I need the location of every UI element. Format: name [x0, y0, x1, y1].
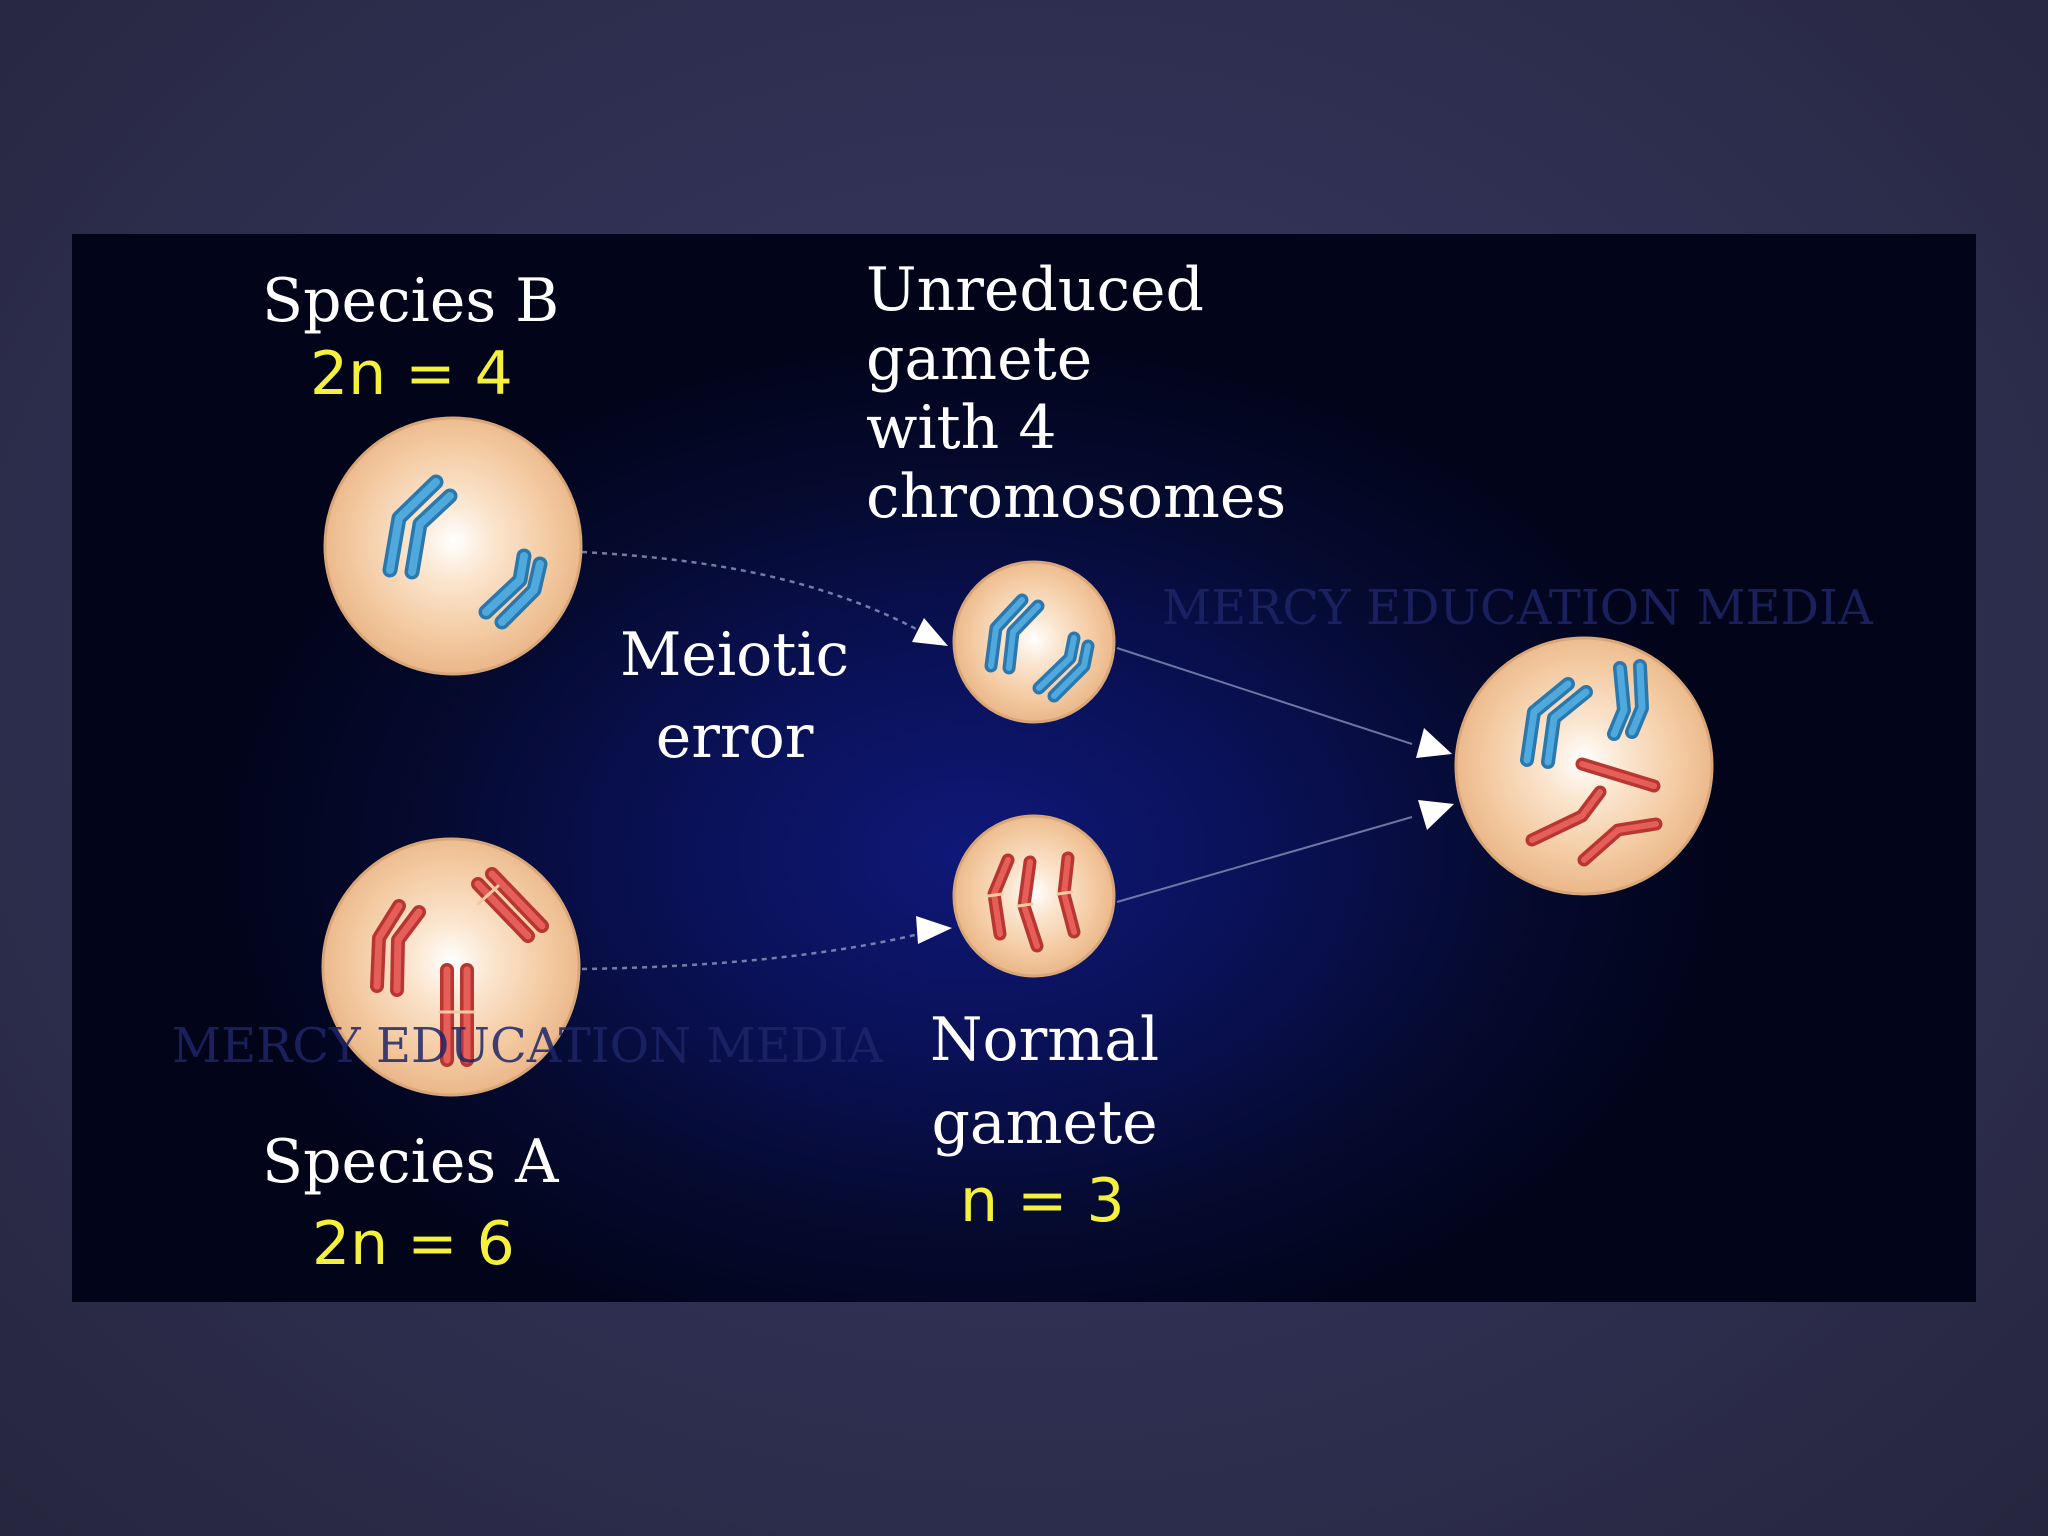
chromosome: [988, 597, 1025, 669]
species-a-label: Species A: [262, 1127, 559, 1197]
chromosome: [482, 552, 528, 616]
chromosome: [408, 492, 454, 576]
arrowhead-meiotic-error: [912, 618, 948, 646]
unreduced-gamete-label: Unreduced gamete with 4 chromosomes: [866, 255, 1287, 532]
unreduced-gamete-chromosomes: [984, 593, 1095, 703]
species-a-chromosomes: [370, 867, 549, 1067]
normal-gamete-count: n = 3: [960, 1166, 1125, 1236]
diagram-canvas: [321, 416, 1714, 1097]
chromosome: [1544, 688, 1590, 766]
arrows: [581, 550, 1454, 971]
species-b-chromosomes: [382, 474, 548, 630]
species-b-label: Species B: [262, 266, 560, 336]
unreduced-gamete-cell: [952, 560, 1116, 724]
chromosome: [498, 560, 544, 626]
diagram-slide: MERCY EDUCATION MEDIA MERCY EDUCATION ME…: [72, 234, 1976, 1302]
chromosome: [488, 870, 546, 930]
chromosome: [1051, 643, 1091, 699]
hybrid-chromosomes: [1520, 659, 1663, 867]
chromosome: [1610, 664, 1628, 738]
chromosome: [474, 880, 532, 940]
arrow-species-a-to-normal: [581, 930, 928, 971]
species-b-count: 2n = 4: [310, 339, 513, 409]
chromosome: [1579, 761, 1657, 789]
chromosome: [393, 908, 423, 994]
chromosome: [1006, 603, 1041, 671]
species-a-cell: [321, 837, 581, 1097]
arrowhead-normal-to-hybrid: [1418, 800, 1454, 830]
chromosome: [1529, 789, 1603, 843]
watermark-bottom: MERCY EDUCATION MEDIA: [172, 1018, 883, 1074]
normal-gamete-label: Normal gamete: [930, 1005, 1160, 1158]
arrowhead-unreduced-to-hybrid: [1416, 728, 1452, 758]
chromosome: [1581, 821, 1659, 863]
chromosome: [386, 478, 440, 574]
chromosome: [1523, 680, 1572, 764]
watermark-top: MERCY EDUCATION MEDIA: [1162, 580, 1873, 636]
arrowhead-species-a-to-normal: [916, 916, 952, 944]
arrow-normal-to-hybrid: [1116, 816, 1413, 903]
chromosome: [1036, 635, 1077, 691]
hybrid-cell: [1454, 636, 1714, 896]
chromosome: [373, 902, 403, 990]
arrow-meiotic-error: [581, 550, 923, 634]
normal-gamete-cell: [952, 814, 1116, 978]
arrow-unreduced-to-hybrid: [1116, 647, 1413, 745]
meiotic-error-label: Meiotic error: [620, 620, 850, 772]
species-b-cell: [323, 416, 583, 676]
chromosome: [1628, 662, 1646, 736]
normal-gamete-chromosomes: [986, 851, 1081, 953]
species-a-count: 2n = 6: [312, 1209, 515, 1279]
